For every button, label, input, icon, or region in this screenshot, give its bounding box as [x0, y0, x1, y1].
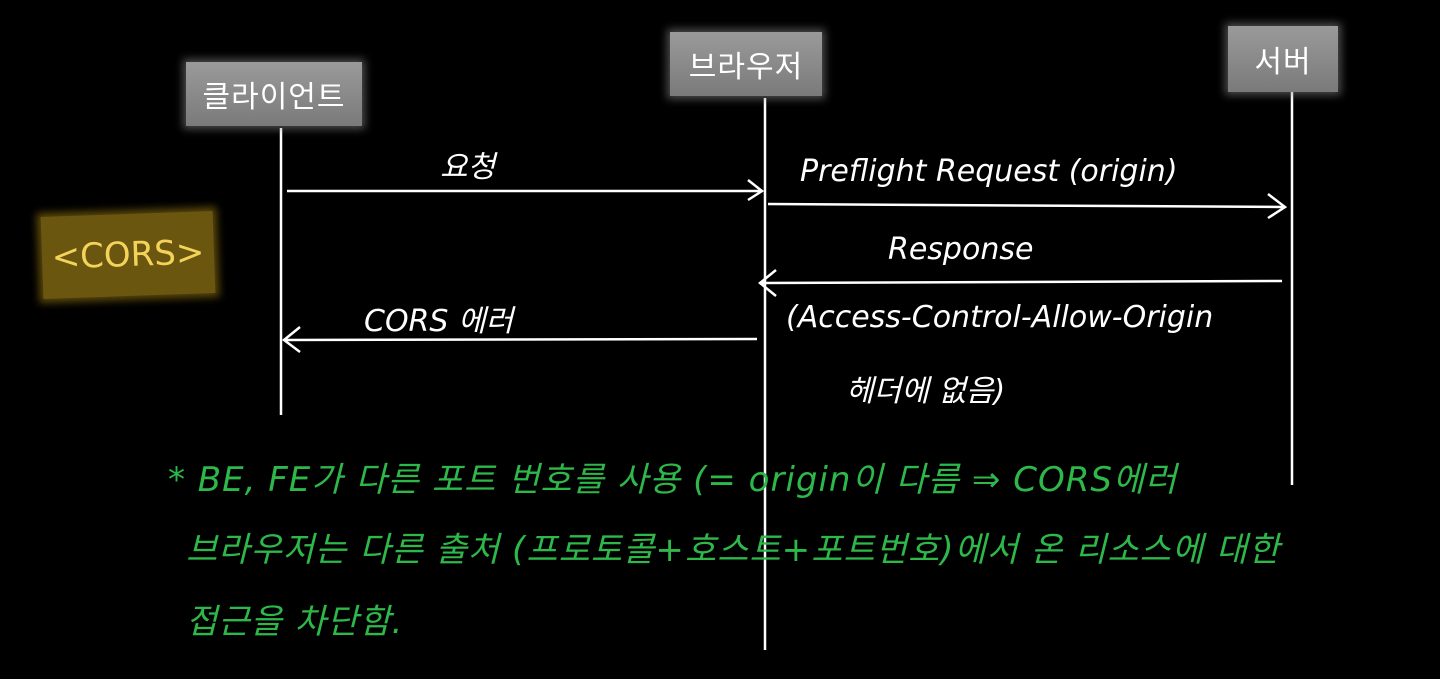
request-label: 요청 [440, 150, 496, 185]
response-detail-line2: 헤더에 없음) [846, 374, 1006, 409]
note-line-1: * BE, FE가 다른 포트 번호를 사용 (= origin이 다름 ⇒ C… [168, 460, 1178, 500]
cors-error-label: CORS 에러 [364, 304, 514, 339]
response-label: Response [888, 232, 1034, 267]
response-detail-line1: (Access-Control-Allow-Origin [786, 300, 1214, 335]
actor-client: 클라이언트 [186, 62, 362, 126]
note-line-3: 접근을 차단함. [186, 602, 404, 642]
cors-error-arrow [281, 326, 758, 353]
preflight-arrow [767, 193, 1288, 220]
actor-server: 서버 [1228, 26, 1338, 92]
response-arrow [758, 269, 1283, 297]
note-line-2: 브라우저는 다른 출처 (프로토콜+호스트+포트번호)에서 온 리소스에 대한 [186, 530, 1281, 570]
request-arrow [287, 179, 765, 202]
preflight-label: Preflight Request (origin) [800, 154, 1178, 189]
actor-browser: 브라우저 [670, 32, 822, 96]
cors-tag: <CORS> [40, 211, 216, 299]
